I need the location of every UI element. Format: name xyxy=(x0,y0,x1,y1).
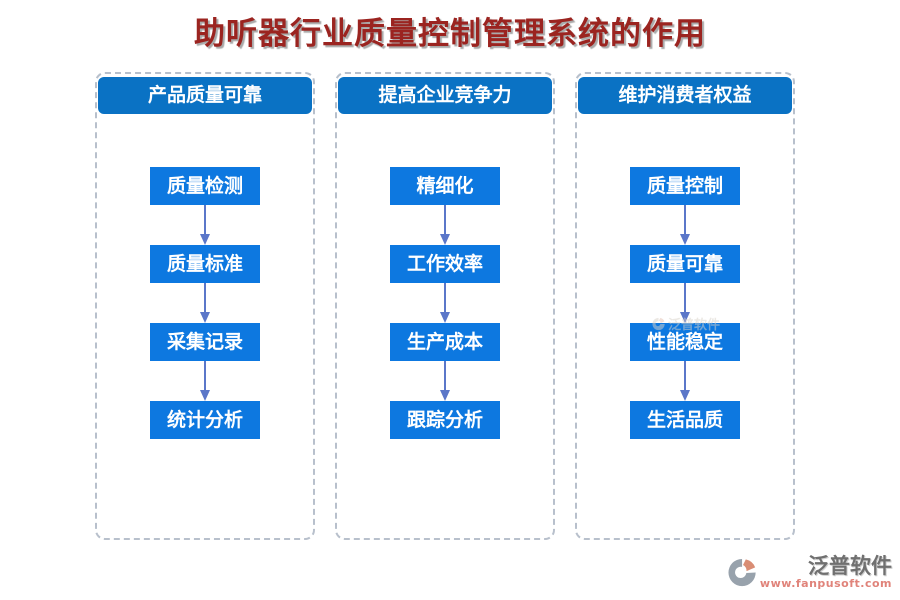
flow-box: 精细化 xyxy=(390,167,500,205)
flow-stack: 质量检测 质量标准 采集记录 统计分析 xyxy=(97,167,313,439)
arrow-down-icon xyxy=(679,205,691,245)
arrow-down-icon xyxy=(439,283,451,323)
flow-box: 采集记录 xyxy=(150,323,260,361)
flow-stack: 质量控制 质量可靠 性能稳定 生活品质 xyxy=(577,167,793,439)
flow-box: 工作效率 xyxy=(390,245,500,283)
arrow-down-icon xyxy=(679,361,691,401)
brand-name: 泛普软件 xyxy=(808,553,892,578)
arrow-down-icon xyxy=(439,361,451,401)
flow-box: 质量检测 xyxy=(150,167,260,205)
fanpu-logo-icon xyxy=(728,557,758,589)
flow-box: 跟踪分析 xyxy=(390,401,500,439)
flow-box: 生活品质 xyxy=(630,401,740,439)
column-header: 产品质量可靠 xyxy=(98,77,312,114)
column-header: 提高企业竞争力 xyxy=(338,77,552,114)
brand-url: www.fanpusoft.com xyxy=(759,577,892,590)
flow-box: 质量可靠 xyxy=(630,245,740,283)
flow-box: 质量控制 xyxy=(630,167,740,205)
column-product-quality: 产品质量可靠 质量检测 质量标准 采集记录 统计分析 xyxy=(95,72,315,540)
arrow-down-icon xyxy=(199,283,211,323)
page-title: 助听器行业质量控制管理系统的作用 xyxy=(194,16,706,52)
column-competitiveness: 提高企业竞争力 精细化 工作效率 生产成本 跟踪分析 xyxy=(335,72,555,540)
arrow-down-icon xyxy=(679,283,691,323)
flow-box: 性能稳定 xyxy=(630,323,740,361)
arrow-down-icon xyxy=(199,361,211,401)
arrow-down-icon xyxy=(199,205,211,245)
footer-text: 泛普软件 www.fanpusoft.com xyxy=(759,553,892,591)
arrow-down-icon xyxy=(439,205,451,245)
column-header: 维护消费者权益 xyxy=(578,77,792,114)
flow-stack: 精细化 工作效率 生产成本 跟踪分析 xyxy=(337,167,553,439)
flow-box: 生产成本 xyxy=(390,323,500,361)
flow-box: 统计分析 xyxy=(150,401,260,439)
footer-brand-block: 泛普软件 www.fanpusoft.com xyxy=(728,555,892,590)
flow-box: 质量标准 xyxy=(150,245,260,283)
column-consumer-rights: 维护消费者权益 质量控制 质量可靠 性能稳定 生活品质 xyxy=(575,72,795,540)
